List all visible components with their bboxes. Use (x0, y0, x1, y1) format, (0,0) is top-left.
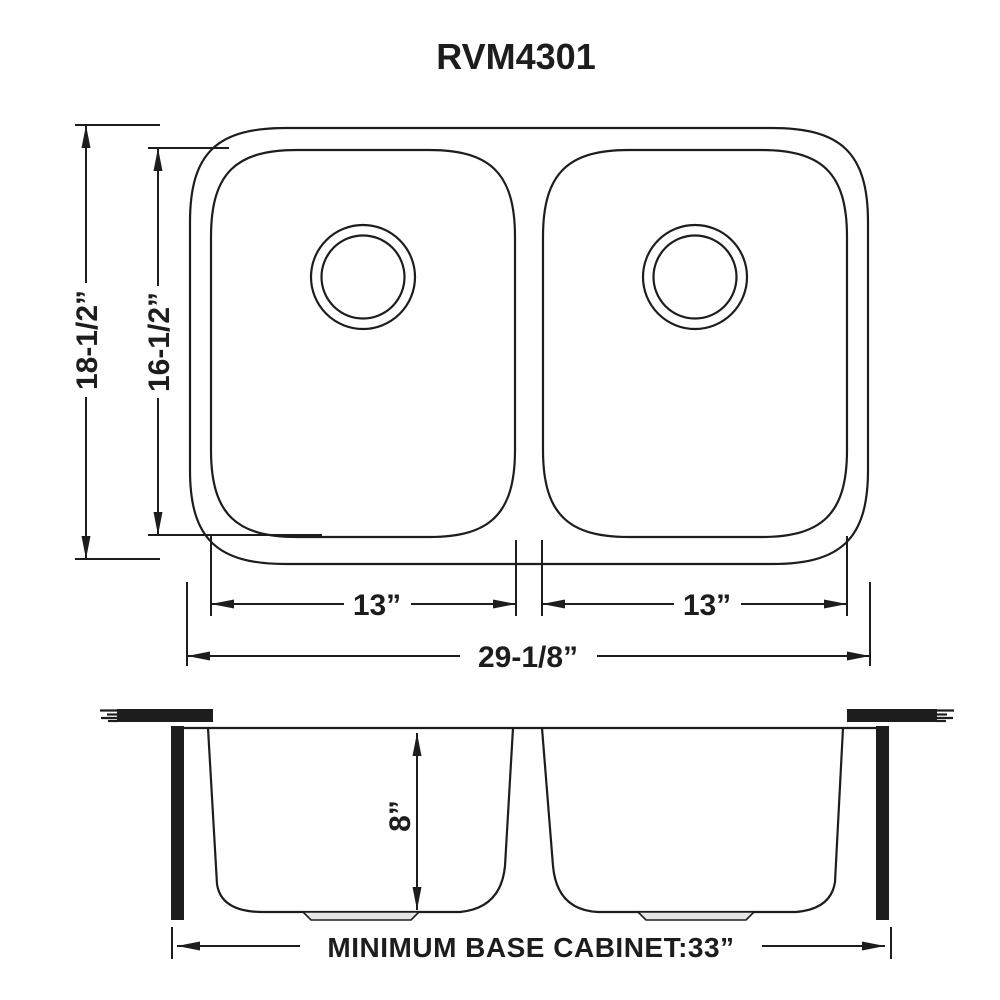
model-number-title: RVM4301 (436, 36, 595, 77)
dim-bowl-depth (148, 147, 322, 536)
drain-left-outer-ring (309, 223, 417, 331)
drain-right (641, 223, 749, 331)
arrowhead-left (187, 651, 210, 661)
dim-overall-depth (75, 124, 160, 560)
arrowhead-up (153, 148, 163, 171)
countertop-left-break-marks (100, 709, 118, 723)
arrowhead-left (542, 599, 565, 609)
countertop-right (847, 709, 937, 722)
arrowhead-up (412, 733, 422, 756)
dim-base-cabinet-label: MINIMUM BASE CABINET:33” (327, 932, 734, 963)
sink-profile (184, 726, 876, 921)
arrowhead-right (847, 651, 870, 661)
dim-left-bowl-width-label: 13” (353, 589, 401, 622)
top-view (188, 126, 870, 566)
bowl-left (209, 148, 517, 539)
dim-overall-width (187, 651, 870, 661)
countertop-left (117, 709, 213, 722)
bowl-right (541, 148, 849, 539)
drain-left-inner-ring (320, 234, 406, 320)
bowl-right-profile (540, 727, 845, 914)
drain-right-ledge (636, 911, 756, 921)
dim-bowl-height (412, 733, 422, 910)
cabinet-side-right (876, 726, 889, 920)
outer-rim (188, 126, 870, 566)
drain-right-outer-ring (641, 223, 749, 331)
drain-left (309, 223, 417, 331)
arrowhead-down (153, 512, 163, 535)
arrowhead-right (862, 941, 885, 951)
drain-right-inner-ring (652, 234, 738, 320)
dim-right-bowl-width (542, 599, 847, 609)
dim-bowl-height-label: 8” (384, 800, 417, 832)
arrowhead-down (81, 536, 91, 559)
drain-left-ledge (301, 911, 421, 921)
dim-base-cabinet (171, 927, 892, 959)
dim-left-bowl-width (211, 599, 516, 609)
side-view: 8” MINIMUM BASE CABINET:33” (100, 709, 954, 963)
arrowhead-down (412, 887, 422, 910)
arrowhead-right (493, 599, 516, 609)
dim-overall-width-label: 29-1/8” (478, 641, 578, 674)
arrowhead-left (211, 599, 234, 609)
arrowhead-left (177, 941, 200, 951)
cabinet-side-left (171, 726, 184, 920)
arrowhead-right (824, 599, 847, 609)
countertop-right-break-marks (936, 709, 954, 723)
dim-bowl-depth-label: 16-1/2” (143, 292, 176, 392)
arrowhead-up (81, 125, 91, 148)
dim-right-bowl-width-label: 13” (683, 589, 731, 622)
dim-overall-depth-label: 18-1/2” (71, 290, 104, 390)
